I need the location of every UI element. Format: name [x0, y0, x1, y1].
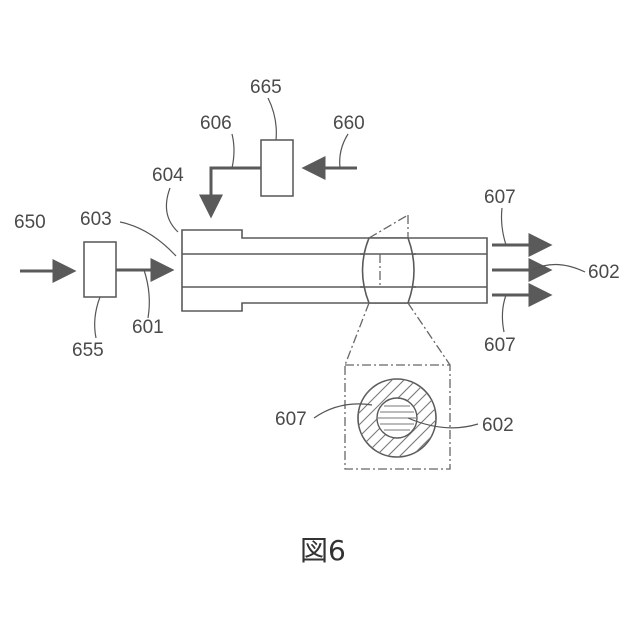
unit-655-box	[84, 242, 116, 297]
figure-caption: 図6	[300, 534, 346, 567]
label-604: 604	[152, 165, 184, 186]
leader-606	[232, 134, 234, 168]
section-cut-lens	[363, 238, 415, 303]
tube-body	[182, 230, 487, 311]
label-607-bottom: 607	[484, 335, 516, 356]
label-655: 655	[72, 340, 104, 361]
detail-cross-section	[340, 360, 454, 462]
section-line-lower	[345, 303, 369, 365]
label-601: 601	[132, 317, 164, 338]
leader-603	[120, 222, 176, 256]
unit-665-box	[261, 140, 293, 196]
label-603: 603	[80, 209, 112, 230]
leader-602-detail	[408, 418, 478, 428]
leader-607-detail	[314, 404, 372, 418]
leader-655	[95, 297, 100, 338]
leader-660	[340, 134, 348, 168]
label-660: 660	[333, 113, 365, 134]
section-line-upper	[369, 215, 408, 238]
leader-607-top	[502, 208, 507, 245]
leader-665	[268, 98, 276, 140]
label-607-detail: 607	[275, 409, 307, 430]
label-650: 650	[14, 212, 46, 233]
leader-604	[166, 188, 178, 232]
label-665: 665	[250, 77, 282, 98]
label-607-top: 607	[484, 187, 516, 208]
leader-607-bottom	[502, 295, 506, 332]
section-line-lower2	[408, 303, 450, 365]
label-606: 606	[200, 113, 232, 134]
leader-601	[144, 270, 149, 318]
label-602-right: 602	[588, 262, 620, 283]
label-602-detail: 602	[482, 415, 514, 436]
arrow-606	[211, 168, 261, 214]
